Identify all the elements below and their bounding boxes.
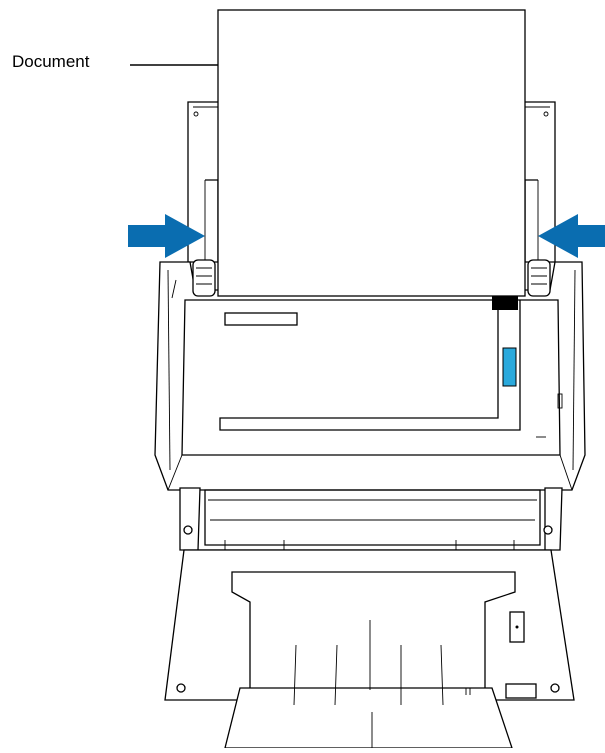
scanner-body xyxy=(154,261,586,491)
document-callout-label: Document xyxy=(12,52,90,71)
scan-indicator-light xyxy=(502,347,517,387)
document-sheet xyxy=(217,9,526,297)
output-tray xyxy=(164,549,575,701)
guide-push-arrow-right xyxy=(538,214,605,258)
scan-button-top xyxy=(492,296,518,310)
left-guide-roller xyxy=(192,259,216,297)
output-stacker xyxy=(179,487,563,564)
right-guide-roller xyxy=(527,259,551,297)
logo-plate xyxy=(224,312,298,326)
guide-push-arrow-left xyxy=(128,214,205,258)
scan-button xyxy=(492,296,518,387)
